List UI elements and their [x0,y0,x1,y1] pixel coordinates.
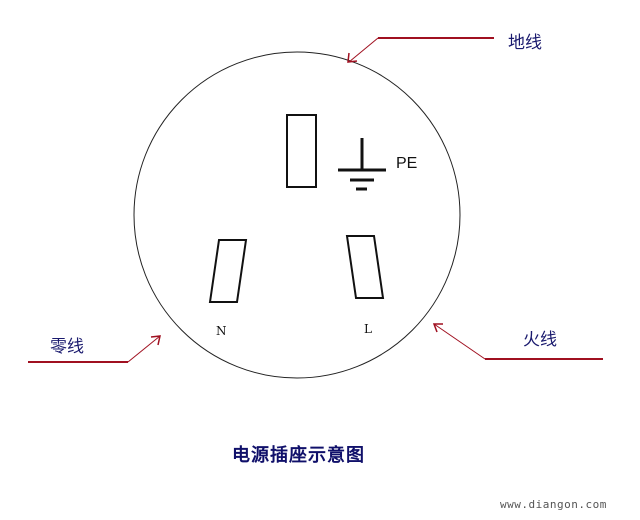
neutral-wire-arrow-icon [28,335,161,363]
pe-label: PE [396,155,418,172]
ground-wire-arrow-icon [347,37,494,63]
ground-symbol-icon [338,138,386,191]
neutral-wire-label: 零线 [50,337,84,357]
watermark: www.diangon.com [500,498,607,511]
live-wire-label: 火线 [523,330,557,350]
ground-wire-label: 地线 [508,33,542,53]
neutral-slot [208,239,248,303]
socket-outline [133,51,461,379]
earth-slot [286,114,317,188]
live-pin-label: L [364,322,372,336]
live-wire-arrow-icon [432,323,603,360]
diagram-title: 电源插座示意图 [232,445,365,466]
neutral-pin-label: N [216,324,227,338]
live-slot [345,235,385,299]
